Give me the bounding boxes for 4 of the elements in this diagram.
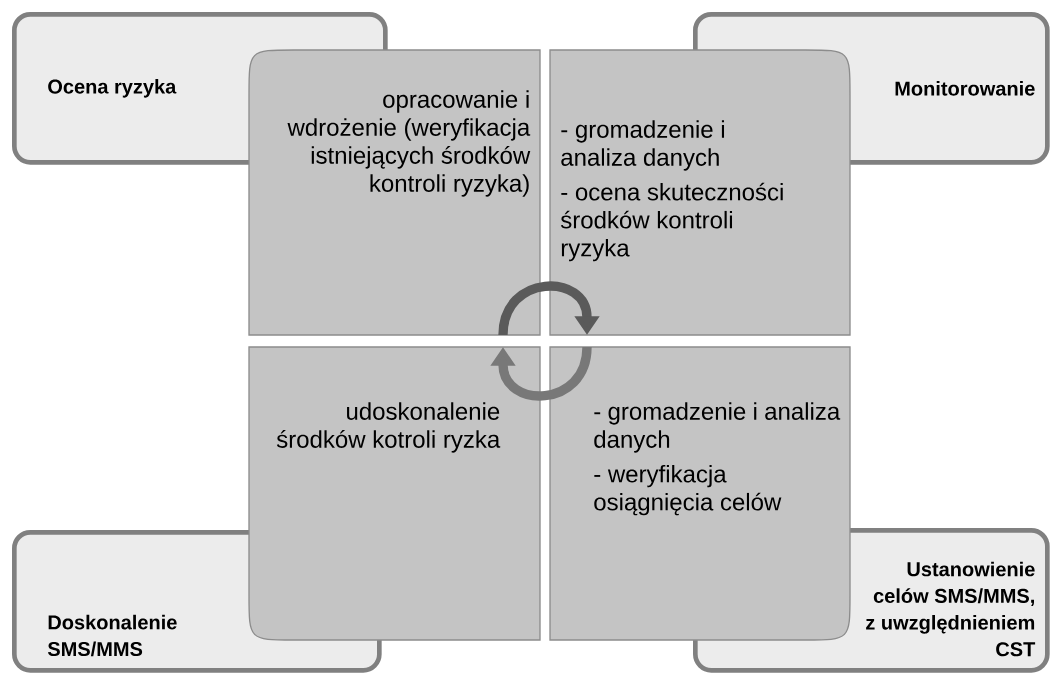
quadrant-panel: - gromadzenie i analiza danych - weryfikacja osiągnięcia celów <box>549 346 851 641</box>
quadrant-panel: opracowanie i wdrożenie (weryfikacja istniejących środków kontroli ryzyka) <box>248 49 541 336</box>
quadrant-panel: udoskonalenie środków kotroli ryzka <box>248 346 541 641</box>
quadrant-panel: - gromadzenie i analiza danych - ocena skuteczności środków kontroli ryzyka <box>549 49 851 336</box>
